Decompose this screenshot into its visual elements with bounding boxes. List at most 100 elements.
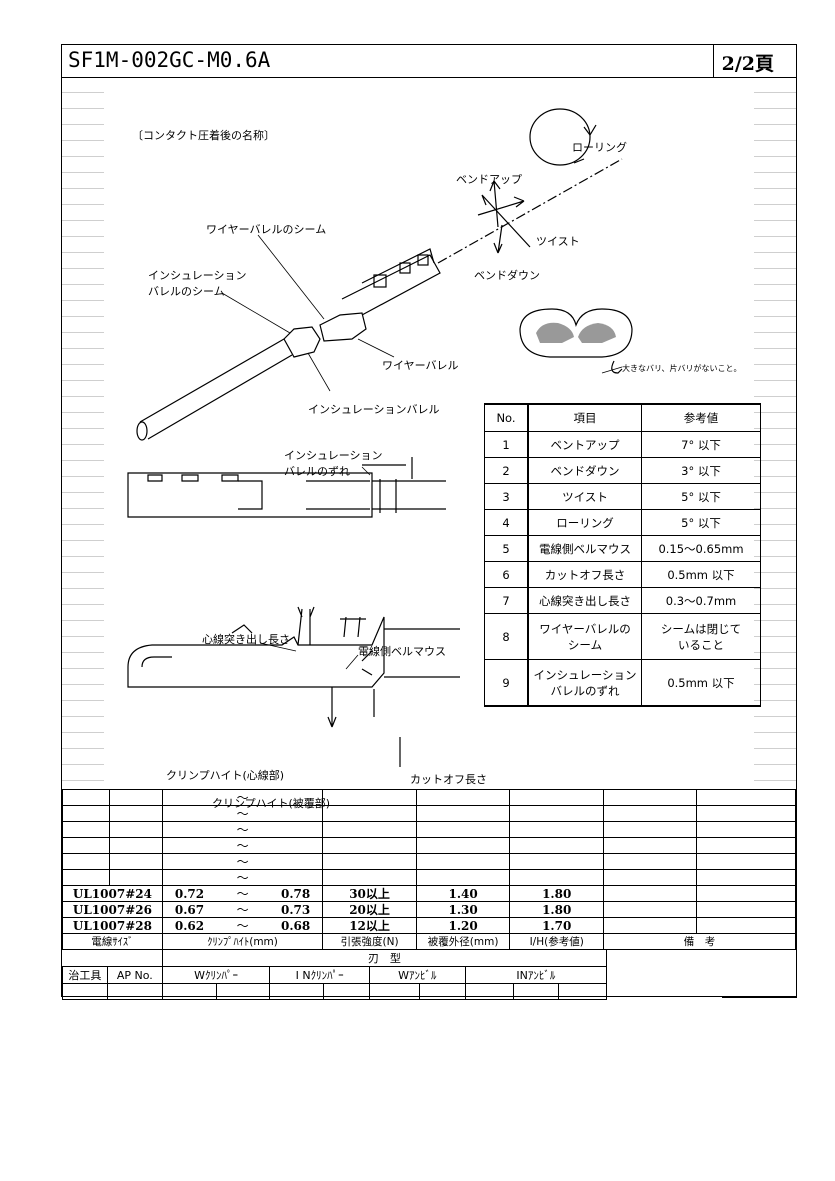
spec-empty-rows: ～～～～～～ [62,789,796,886]
label-ins-shift-2: バレルのずれ [284,465,350,478]
header-item: 項目 [527,403,642,432]
outer-diameter-cell: 1.20 [415,917,511,934]
tool-value [62,983,108,1000]
crimp-min-cell: 0.62 [161,917,217,934]
spec-cell [415,837,511,854]
spec-empty-row: ～ [62,789,796,806]
tilde-cell: ～ [216,917,269,934]
outer-diameter-cell: 1.30 [415,901,511,918]
in-crimper-label: I Nｸﾘﾝﾊﾟｰ [269,966,370,984]
page-number: 2/2頁 [721,53,774,75]
spec-cell [108,805,163,822]
cell-no: 7 [484,587,529,614]
cell-no: 5 [484,535,529,562]
note-cell-2 [696,917,796,934]
spec-cell [696,789,796,806]
spec-cell [415,853,511,870]
left-ruled-margin [62,77,104,787]
w-anvil-label: Wｱﾝﾋﾞﾙ [369,966,466,984]
wire-size-cell: UL1007#24 [62,885,163,902]
blank-cell [607,967,796,984]
label-burr-note: 大きなバリ、片バリがないこと。 [622,364,742,373]
spec-cell [162,821,217,838]
cell-no: 2 [484,457,529,484]
spec-cell [62,869,110,886]
header-no: No. [484,403,529,432]
cell-value: シームは閉じていること [641,613,761,660]
spec-cell [602,821,698,838]
spec-empty-row: ～ [62,805,796,822]
label-bellmouth: 電線側ベルマウス [358,645,446,658]
crimp-diagram-area: 〔コンタクト圧着後の名称〕 ローリング ベンドアップ ツイスト ベンドダウン ワ… [62,77,796,810]
spec-cell [268,805,324,822]
spec-cell [268,869,324,886]
spec-cell: ～ [216,821,269,838]
cell-item: カットオフ長さ [527,561,642,588]
spec-cell [108,869,163,886]
spec-empty-row: ～ [62,821,796,838]
cell-item: ワイヤーバレルのシーム [527,613,642,660]
cell-no: 9 [484,659,529,707]
spec-cell [509,837,604,854]
cell-value: 3° 以下 [641,457,761,484]
w-anvil-value [369,983,420,1000]
label-insulation-seam-1: インシュレーション [148,269,247,282]
spec-cell: ～ [216,789,269,806]
spec-cell [322,789,417,806]
spec-cell [602,789,698,806]
cell-value: 0.5mm 以下 [641,561,761,588]
spec-cell [322,853,417,870]
label-bend-up: ベンドアップ [456,173,522,186]
spec-cell [696,869,796,886]
spec-cell [108,853,163,870]
spec-cell [509,869,604,886]
label-ih: I/H(参考値) [509,933,604,950]
blade-label: 刃 型 [161,949,608,967]
part-number: SF1M-002GC-M0.6A [68,48,271,72]
crimp-max-cell: 0.68 [268,917,324,934]
label-crimp-core: クリンプハイト(心線部) [166,769,285,782]
spec-cell: ～ [216,805,269,822]
label-note: 備 考 [602,933,797,950]
spec-cell [415,789,511,806]
title-block: SF1M-002GC-M0.6A 2/2頁 [62,45,796,78]
spec-cell [162,837,217,854]
label-ins-shift-1: インシュレーション [284,449,383,462]
spec-cell [108,789,163,806]
cell-item: ベントアップ [527,431,642,458]
w-anvil-value-2 [418,983,466,1000]
crimp-max-cell: 0.78 [268,885,324,902]
label-twist: ツイスト [536,235,580,248]
spec-cell [509,805,604,822]
ap-value [106,983,163,1000]
spec-cell [602,837,698,854]
spec-empty-row: ～ [62,853,796,870]
spec-cell [322,869,417,886]
right-ruled-margin [754,77,796,787]
tool-label: 治工具 [62,966,108,984]
spec-cell [162,789,217,806]
table-header-row: No. 項目 参考値 [484,403,761,432]
label-wire-size: 電線ｻｲｽﾞ [62,933,163,950]
cell-item: 電線側ベルマウス [527,535,642,562]
spec-cell [162,805,217,822]
spec-cell [322,837,417,854]
cell-item: ローリング [527,509,642,536]
spec-cell: ～ [216,837,269,854]
label-crimp-height: ｸﾘﾝﾌﾟﾊｲﾄ(mm) [161,933,324,950]
spec-cell [415,869,511,886]
spec-cell [162,869,217,886]
in-anvil-value-3 [558,983,608,1000]
spec-cell [62,853,110,870]
cell-item: 心線突き出し長さ [527,587,642,614]
spec-cell [108,837,163,854]
spec-cell [268,837,324,854]
cell-no: 8 [484,613,529,660]
cell-value: 7° 以下 [641,431,761,458]
